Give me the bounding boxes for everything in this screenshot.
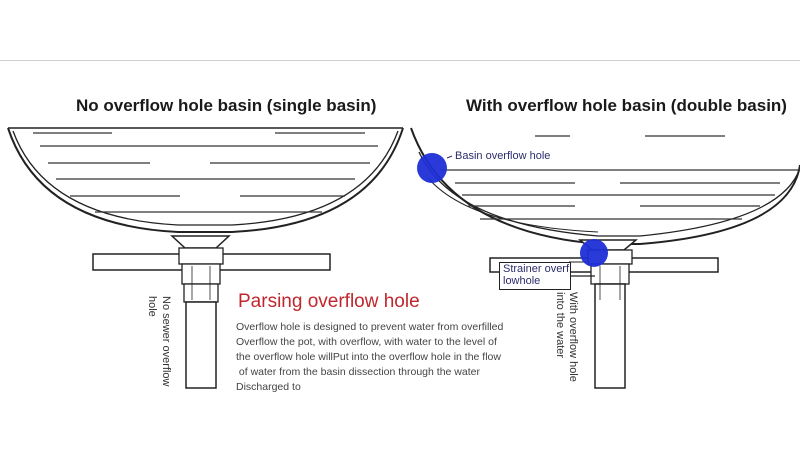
- explanation-line: the overflow hole willPut into the overf…: [236, 351, 501, 363]
- explanation-line: Overflow the pot, with overflow, with wa…: [236, 336, 497, 348]
- no-sewer-overflow-label-2: hole: [146, 296, 158, 317]
- with-overflow-into-water-label: With overflow hole: [567, 292, 579, 382]
- strainer-label-line2: lowhole: [503, 275, 541, 287]
- top-divider: [0, 60, 800, 61]
- strainer-label-line1: Strainer overf: [503, 263, 570, 275]
- basin-overflow-hole-marker: [417, 153, 447, 183]
- basin-overflow-hole-label: Basin overflow hole: [455, 150, 551, 162]
- strainer-overflow-hole-marker: [580, 239, 608, 267]
- no-sewer-overflow-label: No sewer overflow: [160, 296, 172, 387]
- double-basin-bowl: [410, 127, 800, 245]
- double-basin-drawing: [410, 127, 800, 389]
- parsing-overflow-heading: Parsing overflow hole: [238, 291, 420, 312]
- strainer-overflow-label-box: Strainer overf lowhole: [499, 262, 571, 290]
- explanation-line: Overflow hole is designed to prevent wat…: [236, 321, 504, 333]
- single-basin-title: No overflow hole basin (single basin): [76, 96, 377, 115]
- double-basin-title: With overflow hole basin (double basin): [466, 96, 787, 115]
- explanation-text: Overflow hole is designed to prevent wat…: [236, 320, 556, 395]
- single-drain-flange: [170, 235, 231, 249]
- single-drain-pipe: [185, 301, 217, 389]
- explanation-line: of water from the basin dissection throu…: [236, 366, 480, 378]
- single-basin-bowl: [7, 127, 404, 233]
- double-drain-pipe: [594, 283, 626, 389]
- single-basin-drawing: [7, 127, 404, 389]
- explanation-line: Discharged to: [236, 381, 301, 393]
